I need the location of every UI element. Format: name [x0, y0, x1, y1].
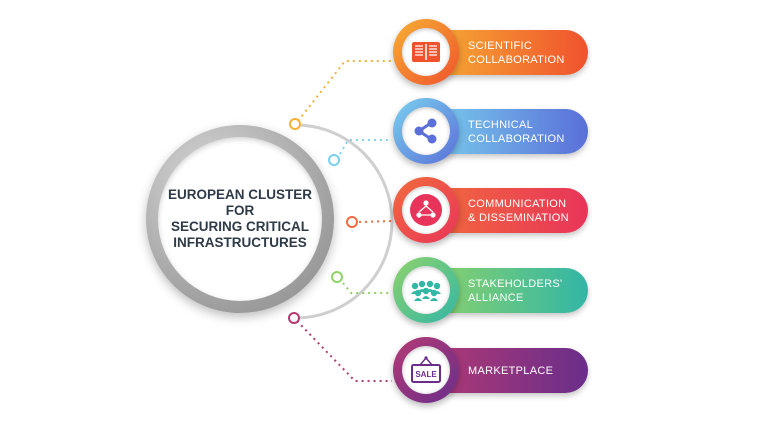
connector-node [328, 154, 340, 166]
item-icon-disc [393, 177, 459, 243]
item-label-text: TECHNICAL COLLABORATION [468, 118, 565, 145]
item-icon-disc [393, 257, 459, 323]
cluster-item: COMMUNICATION & DISSEMINATION [393, 177, 588, 243]
dotted-connector [296, 320, 392, 382]
item-label: TECHNICAL COLLABORATION [468, 109, 586, 154]
central-hub: EUROPEAN CLUSTER FOR SECURING CRITICAL I… [146, 125, 334, 313]
item-label-text: SCIENTIFIC COLLABORATION [468, 39, 565, 66]
cluster-item: TECHNICAL COLLABORATION [393, 98, 588, 164]
item-label-text: COMMUNICATION & DISSEMINATION [468, 197, 569, 224]
dotted-connector [297, 60, 392, 122]
item-icon-disc [393, 98, 459, 164]
item-label-text: STAKEHOLDERS' ALLIANCE [468, 277, 563, 304]
people-network-icon [402, 186, 450, 234]
connector-node [331, 271, 343, 283]
cluster-item: SALE MARKETPLACE [393, 337, 588, 403]
sale-sign-icon: SALE [402, 346, 450, 394]
book-icon [402, 28, 450, 76]
item-icon-disc [393, 19, 459, 85]
item-label: MARKETPLACE [468, 348, 586, 393]
item-label: STAKEHOLDERS' ALLIANCE [468, 268, 586, 313]
connector-node [288, 312, 300, 324]
connector-node [289, 118, 301, 130]
central-hub-title: EUROPEAN CLUSTER FOR SECURING CRITICAL I… [167, 187, 312, 250]
connector-node [346, 216, 358, 228]
dotted-connector [358, 220, 393, 223]
item-label: COMMUNICATION & DISSEMINATION [468, 188, 586, 233]
cluster-item: SCIENTIFIC COLLABORATION [393, 19, 588, 85]
crowd-icon [402, 266, 450, 314]
cluster-item: STAKEHOLDERS' ALLIANCE [393, 257, 588, 323]
connector-arc [293, 123, 394, 320]
sale-badge-text: SALE [415, 370, 437, 379]
dotted-connector [342, 282, 392, 294]
central-hub-inner: EUROPEAN CLUSTER FOR SECURING CRITICAL I… [158, 137, 322, 301]
item-label-text: MARKETPLACE [468, 364, 554, 377]
item-label: SCIENTIFIC COLLABORATION [468, 30, 586, 75]
share-network-icon [402, 107, 450, 155]
item-icon-disc: SALE [393, 337, 459, 403]
